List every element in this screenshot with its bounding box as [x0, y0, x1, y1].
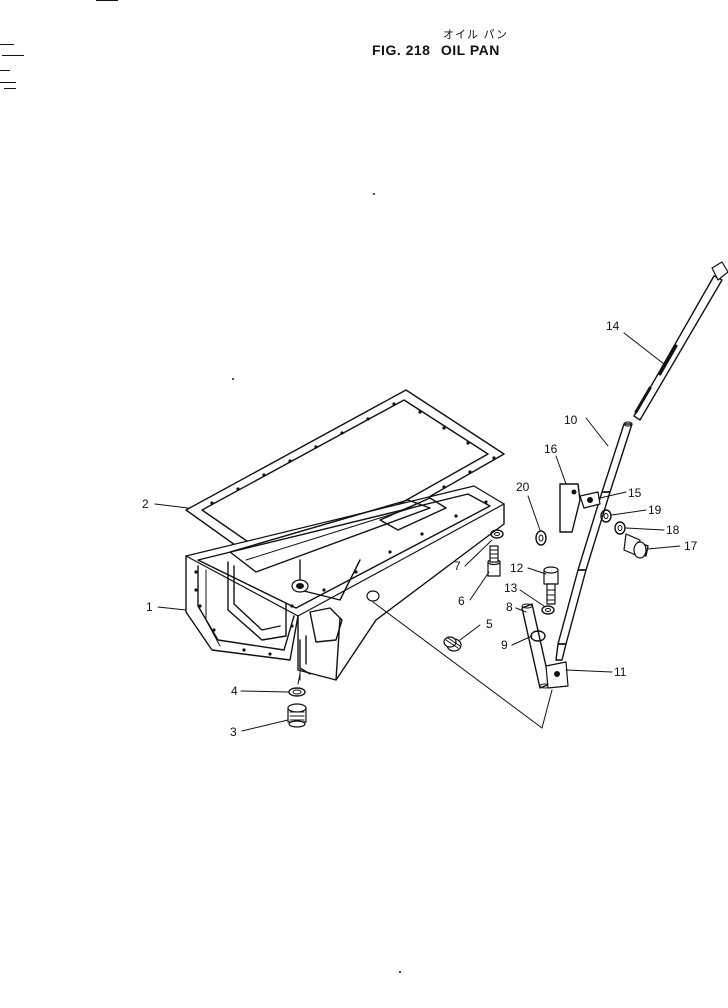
callout-7: 7 [454, 559, 461, 573]
callout-5: 5 [486, 617, 493, 631]
callout-20: 20 [516, 480, 530, 494]
part-14-dipstick [633, 261, 728, 421]
callout-16: 16 [544, 442, 558, 456]
part-1-oil-pan [185, 485, 505, 681]
callout-6: 6 [458, 594, 465, 608]
part-8-pipe [521, 603, 551, 689]
callout-14: 14 [606, 319, 620, 333]
callout-18: 18 [666, 523, 680, 537]
callout-numbers: 1 2 3 4 5 6 7 8 9 10 11 12 13 14 15 16 1… [142, 319, 698, 739]
part-7-washer [490, 529, 504, 539]
part-16-bracket [559, 483, 581, 533]
leader-lines [154, 332, 681, 732]
part-4-washer [288, 673, 306, 697]
part-5-plug [443, 636, 462, 652]
callout-13: 13 [504, 581, 518, 595]
part-18-washer [614, 521, 626, 535]
figure-name: OIL PAN [440, 42, 500, 58]
callout-12: 12 [510, 561, 524, 575]
callout-1: 1 [146, 600, 153, 614]
part-13-washer [541, 605, 555, 615]
callout-9: 9 [501, 638, 508, 652]
part-12-bolt [543, 566, 559, 605]
callout-15: 15 [628, 486, 642, 500]
callout-11: 11 [614, 665, 627, 679]
figure-number: FIG. 218 [372, 42, 431, 58]
part-3-drain-plug [287, 703, 307, 728]
part-6-bolt [487, 545, 501, 577]
part-17-bolt [623, 533, 649, 559]
callout-3: 3 [230, 725, 237, 739]
part-19-washer [600, 509, 612, 523]
figure-title: FIG. 218 OIL PAN [372, 42, 506, 58]
callout-8: 8 [506, 600, 513, 614]
part-10-guide-tube [555, 421, 633, 661]
title-japanese: オイル パン [443, 28, 509, 41]
assembly-lines [299, 601, 553, 729]
part-15-clip [579, 491, 601, 509]
callout-2: 2 [142, 497, 149, 511]
callout-19: 19 [648, 503, 662, 517]
scan-specks [0, 0, 401, 973]
callout-4: 4 [231, 684, 238, 698]
callout-10: 10 [564, 413, 578, 427]
callout-17: 17 [684, 539, 698, 553]
part-11-flange [545, 661, 569, 689]
part-20-washer [535, 530, 547, 546]
